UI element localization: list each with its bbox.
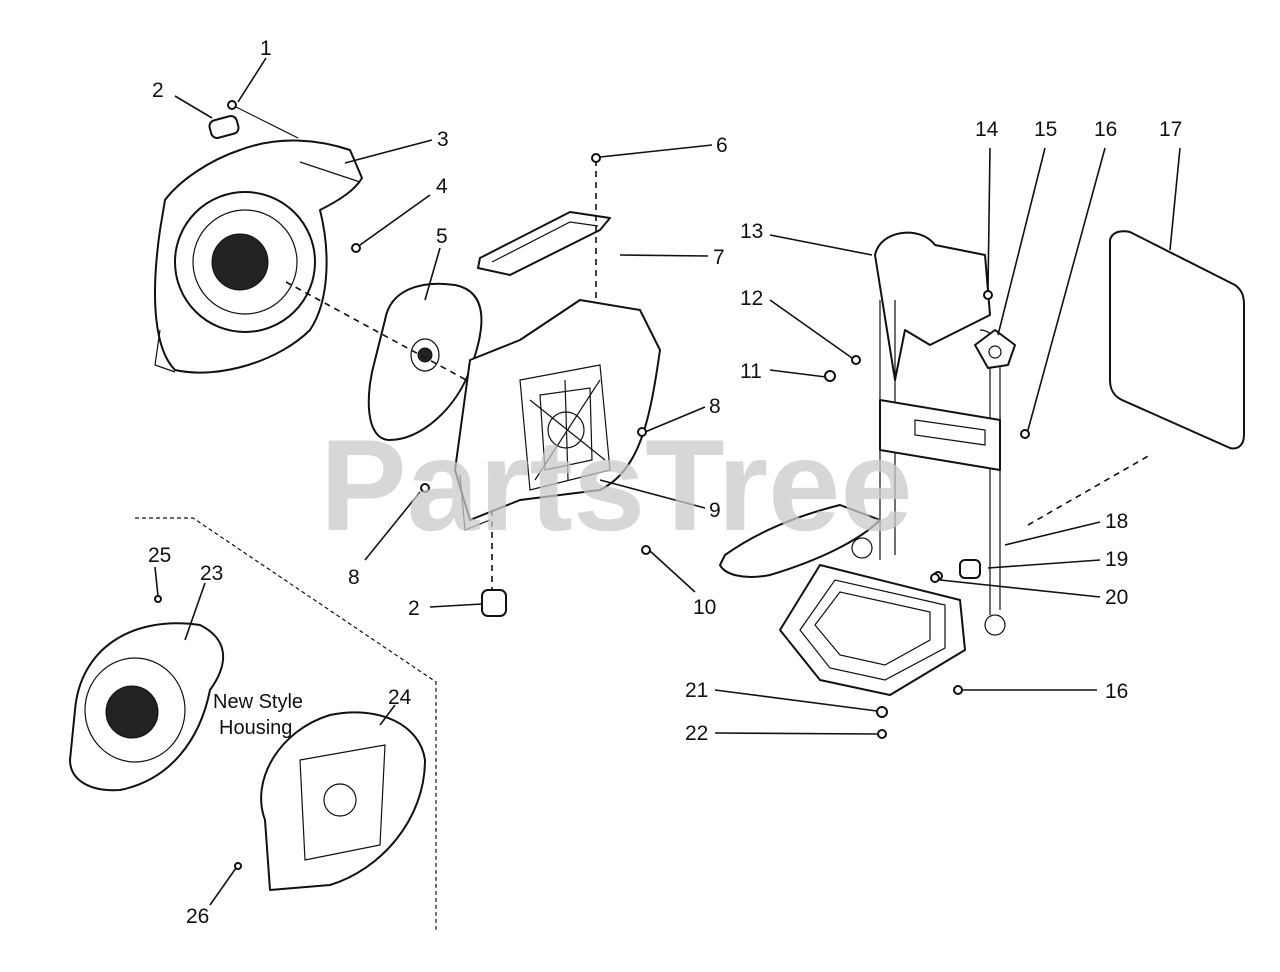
inset-caption-line-1: New Style: [213, 691, 303, 713]
callout-17: 17: [1159, 118, 1182, 141]
clip-hardware-part: [930, 559, 981, 583]
callout-21: 21: [685, 679, 708, 702]
callout-25: 25: [148, 544, 171, 567]
callout-10: 10: [693, 596, 716, 619]
watermark-text: PartsTree: [320, 412, 913, 558]
callout-15: 15: [1034, 118, 1057, 141]
main-housing-part: [420, 153, 661, 555]
callout-16-bottom: 16: [1105, 680, 1128, 703]
callout-18: 18: [1105, 510, 1128, 533]
backpack-frame-part: [719, 231, 1030, 739]
callout-8-right: 8: [709, 395, 721, 418]
callout-9: 9: [709, 499, 721, 522]
callout-12: 12: [740, 287, 763, 310]
callout-labels: 1 2 3 4 5 6 7 8 9 10 11 12 13 14 15 16 1…: [148, 37, 1182, 928]
gasket-plate-part: [477, 211, 611, 276]
callout-19: 19: [1105, 548, 1128, 571]
callout-24: 24: [388, 686, 412, 709]
back-pad-part: [1027, 230, 1245, 526]
callout-3: 3: [437, 128, 449, 151]
callout-26: 26: [186, 905, 209, 928]
callout-14: 14: [975, 118, 999, 141]
inset-caption-line-2: Housing: [219, 717, 292, 739]
callout-23: 23: [200, 562, 223, 585]
callout-11: 11: [740, 360, 762, 383]
blower-housing-part: [154, 139, 363, 374]
strap-buckle-part: [974, 329, 1016, 369]
callout-2-lower: 2: [408, 597, 420, 620]
callout-22: 22: [685, 722, 708, 745]
callout-16-top: 16: [1094, 118, 1117, 141]
callout-13: 13: [740, 220, 763, 243]
screw-and-cap-parts: [208, 100, 299, 139]
lower-cap-part: [481, 510, 507, 617]
callout-7: 7: [713, 246, 725, 269]
callout-8-left: 8: [348, 566, 360, 589]
inset-new-style-housing: [69, 517, 437, 932]
callout-20: 20: [1105, 586, 1128, 609]
callout-6: 6: [716, 134, 728, 157]
callout-2: 2: [152, 79, 164, 102]
callout-1: 1: [260, 37, 272, 60]
leader-lines: [154, 57, 1181, 906]
callout-4: 4: [436, 175, 448, 198]
callout-5: 5: [436, 225, 448, 248]
